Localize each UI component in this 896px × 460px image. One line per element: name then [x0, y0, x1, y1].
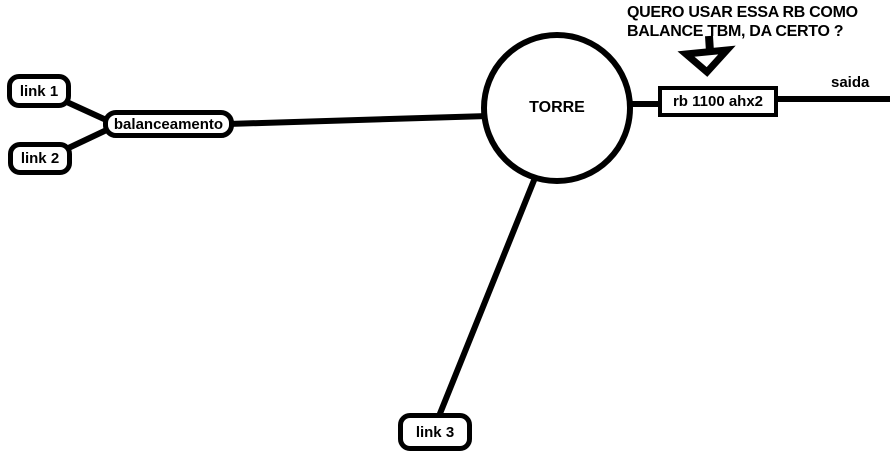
node-link3: link 3 [398, 413, 472, 451]
node-balanceamento: balanceamento [103, 110, 234, 138]
node-link3-label: link 3 [415, 423, 455, 441]
node-rb-1100-ahx2: rb 1100 ahx2 [658, 86, 778, 117]
node-link2: link 2 [8, 142, 72, 175]
edge-torre-link3 [436, 151, 548, 418]
annotation-line1: QUERO USAR ESSA RB COMO [627, 4, 858, 21]
down-arrow-icon [677, 35, 736, 77]
annotation-line2: BALANCE TBM, DA CERTO ? [627, 23, 844, 40]
node-balanceamento-label: balanceamento [113, 115, 224, 133]
node-torre: TORRE [481, 32, 633, 184]
node-torre-label: TORRE [529, 99, 585, 116]
node-link1-label: link 1 [19, 82, 59, 100]
saida-label: saida [831, 74, 870, 91]
node-link2-label: link 2 [20, 150, 60, 167]
edge-balanceamento-torre [227, 112, 521, 127]
annotation-text: QUERO USAR ESSA RB COMO BALANCE TBM, DA … [627, 3, 858, 41]
node-link1: link 1 [7, 74, 71, 108]
node-rb-label: rb 1100 ahx2 [672, 93, 764, 110]
